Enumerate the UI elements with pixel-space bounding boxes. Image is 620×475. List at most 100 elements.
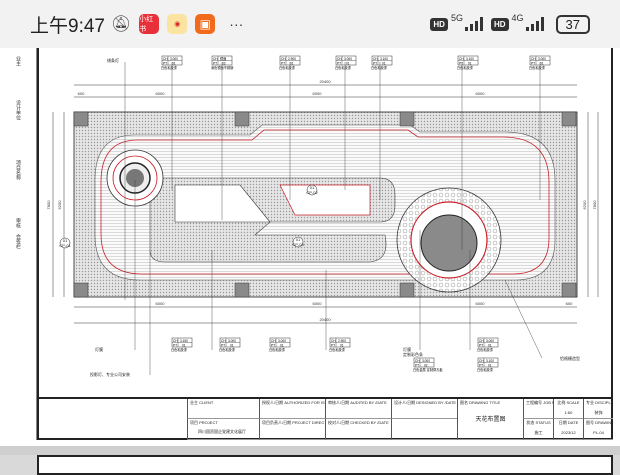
tb-project-label: 项目 PROJECT — [190, 420, 218, 425]
tb-project-name: 四川国资国企党建文化展厅 — [198, 429, 246, 434]
callout-pt-label: PT — [271, 343, 275, 347]
tb-date-value: 2023/12 — [561, 430, 576, 435]
callout-ch-label: CH — [331, 339, 336, 343]
callout-note: 白色乳胶漆 — [529, 65, 546, 70]
tb-status-value: 施工 — [534, 430, 543, 435]
title-block: 业主 CLIENT 项目 PROJECT 四川国资国企党建文化展厅 授权人/日期 … — [37, 397, 613, 440]
callout-pt-label: PT — [163, 61, 167, 65]
callout-ch-label: CH — [459, 57, 464, 61]
dim-bay: 6000 — [476, 91, 486, 96]
callout-note: 白色乳胶漆 — [161, 65, 178, 70]
tb-designed: 设计人/日期 DESIGNED BY /DATE — [391, 399, 457, 419]
tb-discipline: 专业 DISCIPLINE装饰 — [583, 399, 613, 419]
strip-label: 项目名称 — [15, 160, 21, 180]
section-sheet: CP-03 — [292, 242, 304, 247]
callout-pt-label: PT — [479, 343, 483, 347]
callout-pt: 02 — [424, 363, 428, 367]
callout-note: 白色乳胶漆 — [329, 347, 346, 352]
callout-note: 白色乳胶漆 — [477, 347, 494, 352]
callout-ch-label: CH — [271, 339, 276, 343]
callout-pt-label: PT — [479, 363, 483, 367]
callout-pt: 01 — [540, 61, 544, 65]
callout-pt-label: PT — [221, 343, 225, 347]
dim-column: 600 — [78, 91, 85, 96]
callout-pt: 01 — [488, 363, 492, 367]
callout-ch-label: CH — [373, 57, 378, 61]
page-gap — [0, 446, 620, 455]
callout-pt-label: PT — [415, 363, 419, 367]
strip-label: 会签栏 — [15, 234, 21, 249]
callout-ch: 3.000 — [422, 359, 430, 363]
dim-bay: 6000 — [313, 91, 323, 96]
status-bar: 上午9:47 🔕︎ 小红书 ◉ ▣ ··· HD 5G HD 4G 37 — [0, 0, 620, 48]
callout-ch-label: CH — [281, 57, 286, 61]
callout-note: 白色乳胶漆 — [457, 65, 474, 70]
dim-height: 7800 — [46, 200, 51, 210]
callout-label: 线条灯 — [107, 57, 119, 63]
callout-ch-label: CH — [415, 359, 420, 363]
hd-badge-2: HD — [490, 17, 509, 31]
callout-ch: 3.100 — [486, 359, 494, 363]
callout-pt: 01 — [346, 61, 350, 65]
dim-column: 600 — [566, 301, 573, 306]
dim-bay: 6000 — [156, 301, 166, 306]
callout-ch: 3.100 — [466, 57, 474, 61]
callout-ch-label: CH — [213, 57, 218, 61]
callout-ch: 3.000 — [278, 339, 286, 343]
drawing-title: 天花布置图 — [475, 417, 506, 423]
tb-checked: 校对人/日期 CHECKED BY /DATE — [325, 419, 391, 440]
feature-panel-2 — [279, 184, 371, 216]
tb-authorized: 授权人/日期 AUTHORIZED FOR ISSUE BY /DATE — [259, 399, 325, 419]
callout-ch: 3.150 — [180, 339, 188, 343]
callout-pt-label: PT — [531, 61, 535, 65]
callout-pt-label: PT — [373, 61, 377, 65]
callout-pt: 01 — [280, 343, 284, 347]
next-sheet — [37, 455, 613, 475]
tb-job-no: 工程编号 JOB NO. — [523, 399, 553, 419]
columns — [73, 111, 577, 298]
callout-note: 白色乳胶漆 — [269, 347, 286, 352]
tb-director: 项目负责人/日期 PROJECT DIRECTOR /DATE — [259, 419, 325, 440]
tb-scale-value: 1:60 — [564, 410, 573, 415]
status-time: 上午9:47 — [30, 15, 105, 37]
label-light-film: 灯膜 — [95, 346, 103, 352]
callout-ch-label: CH — [221, 339, 226, 343]
tb-client: 业主 CLIENT — [187, 399, 259, 419]
callout-pt: 01 — [468, 61, 472, 65]
callout-ch: 3.000 — [228, 339, 236, 343]
callout-pt-label: PT — [337, 61, 341, 65]
callout-note: 白色乳胶漆 — [477, 367, 494, 372]
tb-blank — [391, 419, 457, 440]
dim-height-mid: 6200 — [57, 200, 62, 210]
callout-ch-label: CH — [163, 57, 168, 61]
leader-lines — [124, 62, 543, 375]
callout-pt: 01 — [488, 343, 492, 347]
callout-ch: 2.900 — [288, 57, 296, 61]
callout-ch-label: CH — [479, 339, 484, 343]
signal-icon-2 — [525, 17, 544, 31]
callout-pt-label: PT — [331, 343, 335, 347]
callout-ch: 镜面 — [220, 56, 226, 61]
feature-panel — [174, 184, 271, 223]
callout-pt: 01 — [290, 61, 294, 65]
weibo-icon: ◉ — [167, 14, 188, 34]
label-light-film-2: 灯膜 — [403, 346, 411, 352]
callout-ch-label: CH — [337, 57, 342, 61]
callout-pt: 01 — [382, 61, 386, 65]
callout-pt-label: PT — [173, 343, 177, 347]
callout-pt-label: PT — [213, 61, 217, 65]
dim-bay: 6000 — [156, 91, 166, 96]
callout-ch-label: CH — [531, 57, 536, 61]
left-strip: 业主 设计单位 项目名称 审核 会签栏 — [13, 48, 37, 440]
